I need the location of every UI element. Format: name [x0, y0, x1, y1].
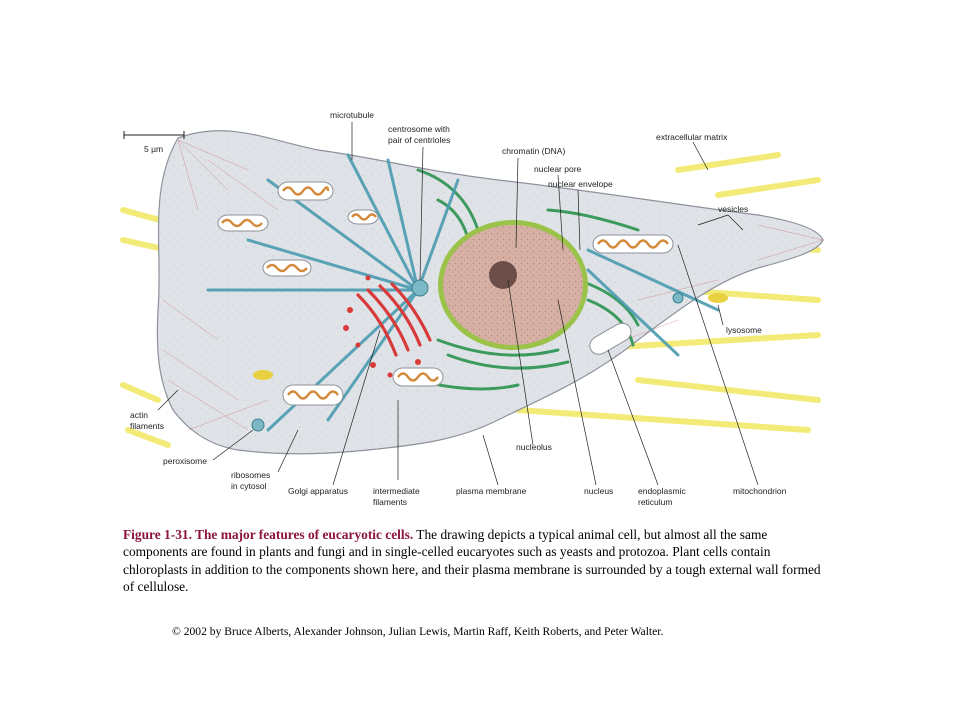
vesicle-shape	[672, 292, 684, 304]
label-er-line1: endoplasmic	[638, 486, 686, 496]
label-actin-line2: filaments	[130, 421, 164, 431]
label-plasma-membrane: plasma membrane	[456, 486, 527, 496]
label-golgi: Golgi apparatus	[288, 486, 348, 496]
label-chromatin: chromatin (DNA)	[502, 146, 565, 156]
nucleus-shape	[443, 225, 583, 345]
microtubules	[206, 153, 720, 432]
mitochondria-cristae	[221, 186, 669, 400]
lysosome-shape-2	[253, 370, 273, 380]
label-ribosomes-line2: in cytosol	[231, 481, 267, 491]
copyright-notice: © 2002 by Bruce Alberts, Alexander Johns…	[172, 625, 664, 638]
caption-title: Figure 1-31. The major features of eucar…	[123, 527, 414, 542]
label-centrosome-line1: centrosome with	[388, 124, 450, 134]
scale-bar: 5 µm	[123, 131, 185, 154]
nucleolus-shape	[489, 261, 517, 289]
label-nuclear-pore: nuclear pore	[534, 164, 582, 174]
golgi-apparatus	[343, 275, 432, 378]
label-ribosomes-line1: ribosomes	[231, 470, 270, 480]
label-vesicles: vesicles	[718, 204, 748, 214]
cell-diagram: 5 µm microtubule centrosome with pair of…	[118, 100, 838, 510]
figure-caption: Figure 1-31. The major features of eucar…	[123, 526, 823, 596]
lysosome-shape	[708, 293, 728, 303]
peroxisome-shape	[251, 418, 265, 432]
label-mitochondrion: mitochondrion	[733, 486, 787, 496]
label-nuclear-envelope: nuclear envelope	[548, 179, 613, 189]
label-intermediate-line1: intermediate	[373, 486, 420, 496]
label-peroxisome: peroxisome	[163, 456, 207, 466]
scale-bar-label: 5 µm	[144, 144, 163, 154]
label-actin-line1: actin	[130, 410, 148, 420]
label-centrosome-line2: pair of centrioles	[388, 135, 450, 145]
label-er-line2: reticulum	[638, 497, 672, 507]
centrosome	[411, 279, 429, 297]
caption-body: The drawing depicts a typical animal cel…	[123, 527, 821, 595]
label-extracellular-matrix: extracellular matrix	[656, 132, 728, 142]
label-nucleolus: nucleolus	[516, 442, 552, 452]
label-nucleus: nucleus	[584, 486, 613, 496]
label-lysosome: lysosome	[726, 325, 762, 335]
endoplasmic-reticulum	[396, 168, 640, 391]
leader-lines	[157, 122, 759, 486]
label-intermediate-line2: filaments	[373, 497, 407, 507]
label-microtubule: microtubule	[330, 110, 374, 120]
